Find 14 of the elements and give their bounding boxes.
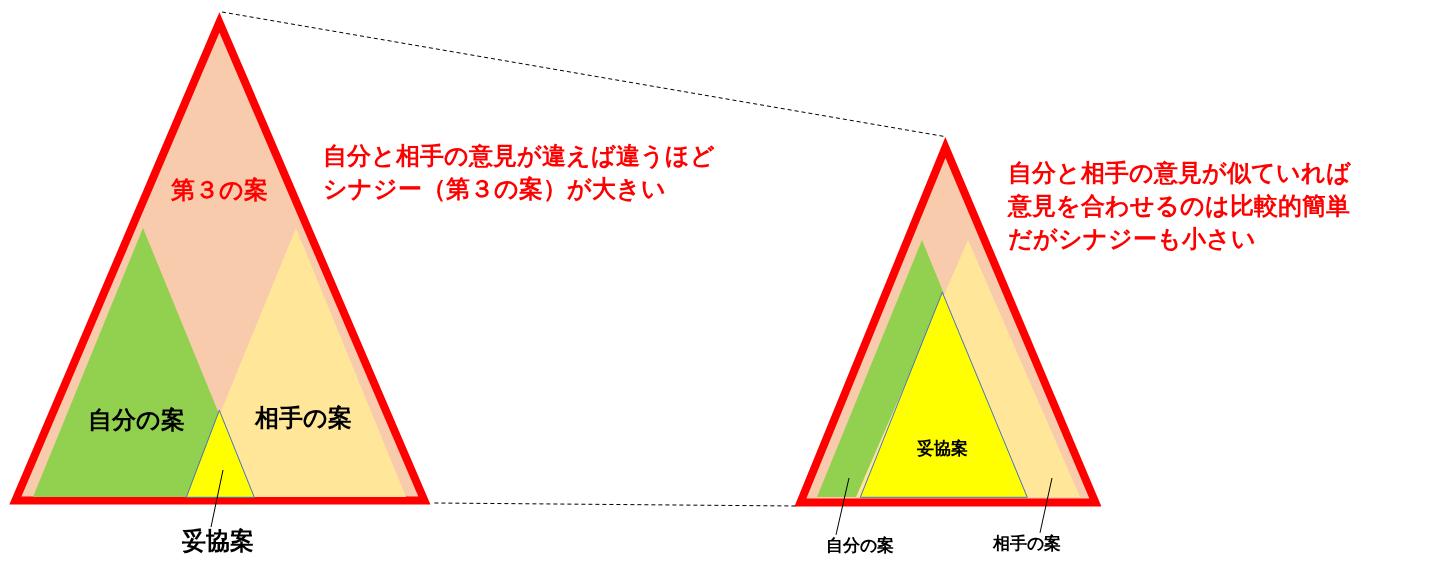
triangle-label: 自分の案 (826, 534, 894, 556)
triangle-label: 妥協案 (917, 437, 969, 459)
triangle-label: 相手の案 (255, 403, 353, 433)
triangle-label: 第３の案 (171, 175, 269, 205)
leader-line (835, 477, 850, 536)
note-text: 自分と相手の意見が似ていれば意見を合わせるのは比較的簡単だがシナジーも小さい (1008, 158, 1352, 255)
triangle-label: 妥協案 (182, 526, 254, 556)
dashed-line (221, 11, 946, 138)
dashed-line (433, 502, 797, 507)
leader-line (1039, 477, 1053, 534)
leader-line (210, 469, 224, 528)
triangle-label: 相手の案 (993, 532, 1061, 554)
note-text: 自分と相手の意見が違えば違うほどシナジー（第３の案）が大きい (323, 141, 716, 205)
triangle-label: 自分の案 (88, 405, 186, 435)
